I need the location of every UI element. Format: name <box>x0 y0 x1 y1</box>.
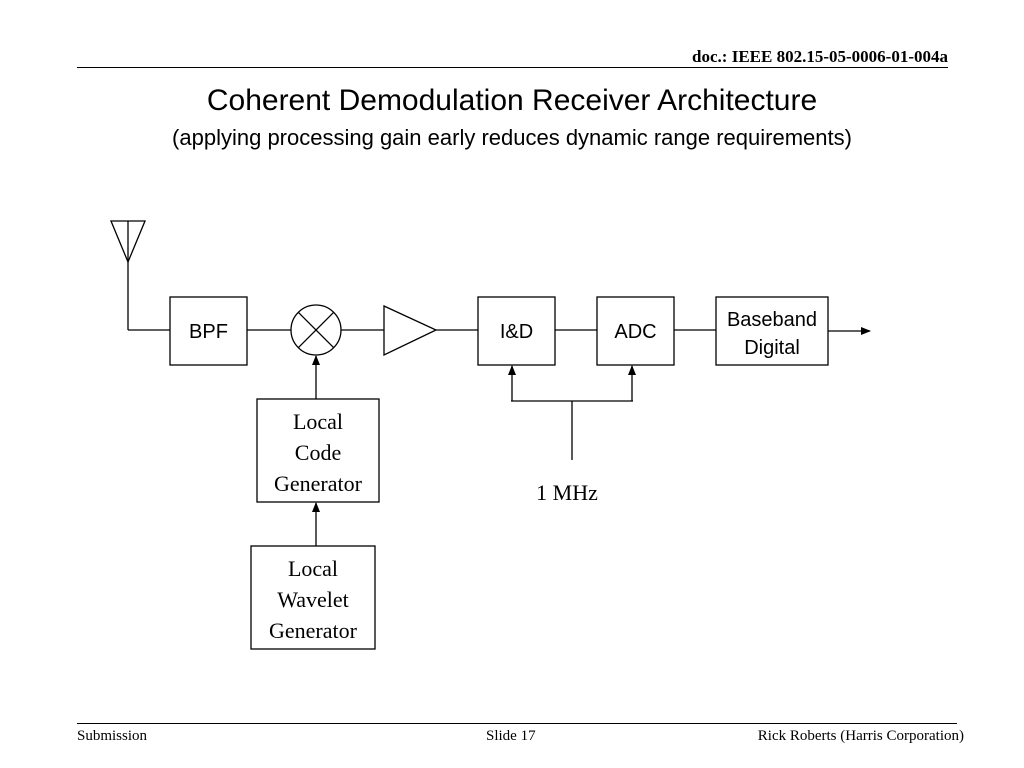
antenna-icon <box>110 220 170 331</box>
local-wavelet-label-line3: Generator <box>269 618 358 643</box>
local-code-label-line1: Local <box>293 409 343 434</box>
amplifier-icon <box>383 304 438 357</box>
header-rule <box>77 67 948 68</box>
footer-rule <box>77 723 957 724</box>
integrate-dump-block: I&D <box>477 296 556 366</box>
clock-frequency-label: 1 MHz <box>536 480 598 505</box>
footer-slide-number: Slide 17 <box>486 728 536 744</box>
local-wavelet-generator-block: Local Wavelet Generator <box>250 545 376 650</box>
bpf-block: BPF <box>169 296 248 366</box>
adc-block: ADC <box>596 296 675 366</box>
local-code-generator-block: Local Code Generator <box>256 398 380 503</box>
bpf-label: BPF <box>189 321 228 343</box>
footer-submission: Submission <box>77 728 148 744</box>
local-wavelet-label-line2: Wavelet <box>277 587 349 612</box>
mixer-icon <box>290 304 342 356</box>
baseband-label-line2: Digital <box>744 337 800 359</box>
local-code-label-line3: Generator <box>274 471 363 496</box>
slide-subtitle: (applying processing gain early reduces … <box>172 125 852 150</box>
document-id: doc.: IEEE 802.15-05-0006-01-004a <box>692 47 948 66</box>
local-wavelet-label-line1: Local <box>288 556 338 581</box>
baseband-digital-block: Baseband Digital <box>715 296 829 366</box>
ind-label: I&D <box>500 321 533 343</box>
clock-lines <box>508 365 636 460</box>
baseband-label-line1: Baseband <box>727 309 817 331</box>
footer-author: Rick Roberts (Harris Corporation) <box>757 728 964 744</box>
adc-label: ADC <box>614 321 656 343</box>
slide-title: Coherent Demodulation Receiver Architect… <box>206 84 818 117</box>
local-code-label-line2: Code <box>295 440 341 465</box>
